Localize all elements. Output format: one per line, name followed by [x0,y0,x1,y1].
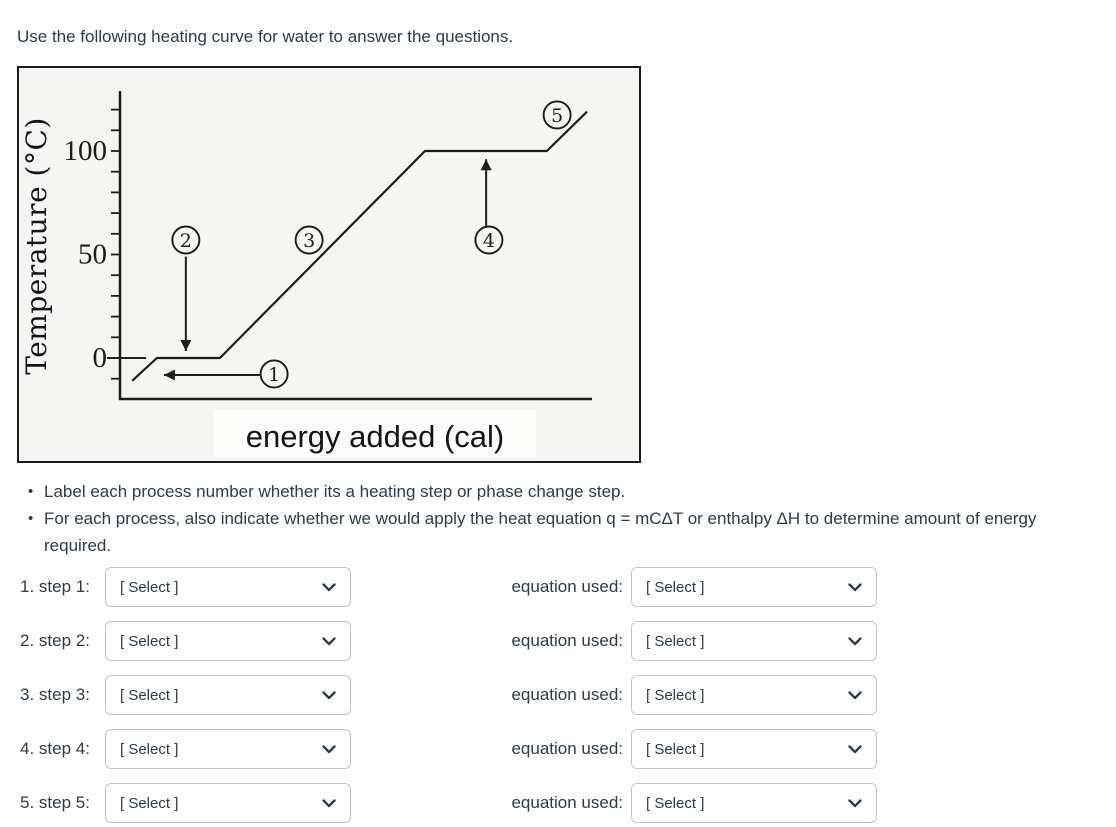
step-2-answer-select[interactable]: [ Select ] [105,621,351,661]
heating-curve-figure: 100 50 0 1 2 3 4 5 energy added (cal) Temperature… [17,66,641,463]
step-3-answer-select[interactable]: [ Select ] [105,675,351,715]
heating-curve-svg: 100 50 0 1 2 3 4 5 energy added (cal) Temperature… [19,68,639,461]
step-2-equation-select[interactable]: [ Select ] [631,621,877,661]
step-arrowhead [163,369,175,381]
chevron-down-icon [848,745,862,754]
step-marker-number-2: 2 [180,230,192,252]
question-row-4: 4. step 4: [ Select ] equation used: [ S… [20,729,1116,769]
chevron-down-icon [848,691,862,700]
chevron-down-icon [848,637,862,646]
select-value: [ Select ] [646,632,705,650]
select-value: [ Select ] [120,740,179,758]
step-marker-circle-5 [542,100,572,130]
equation-used-label: equation used: [511,793,623,812]
select-value: [ Select ] [646,794,705,812]
y-tick-label: 100 [64,135,108,167]
chevron-down-icon [322,745,336,754]
intro-text: Use the following heating curve for wate… [17,27,514,46]
select-value: [ Select ] [120,578,179,596]
chevron-down-icon [848,799,862,808]
chevron-down-icon [848,583,862,592]
step-5-label: 5. step 5: [20,793,90,812]
step-marker-circle-4 [474,225,504,255]
step-5-answer-select[interactable]: [ Select ] [105,783,351,823]
step-marker-number-5: 5 [551,105,563,127]
select-value: [ Select ] [646,686,705,704]
select-value: [ Select ] [120,794,179,812]
step-1-label: 1. step 1: [20,577,90,596]
question-row-3: 3. step 3: [ Select ] equation used: [ S… [20,675,1116,715]
x-axis-title: energy added (cal) [246,419,505,454]
select-value: [ Select ] [646,740,705,758]
select-value: [ Select ] [120,686,179,704]
chevron-down-icon [322,691,336,700]
question-row-5: 5. step 5: [ Select ] equation used: [ S… [20,783,1116,823]
chevron-down-icon [322,637,336,646]
instructions-list: Label each process number whether its a … [17,478,1056,559]
step-marker-circle-3 [294,225,324,255]
step-3-equation-select[interactable]: [ Select ] [631,675,877,715]
step-1-answer-select[interactable]: [ Select ] [105,567,351,607]
question-row-2: 2. step 2: [ Select ] equation used: [ S… [20,621,1116,661]
equation-used-label: equation used: [511,685,623,704]
step-marker-circle-1 [259,359,289,389]
step-1-equation-select[interactable]: [ Select ] [631,567,877,607]
step-3-label: 3. step 3: [20,685,90,704]
step-arrowhead [180,339,192,351]
step-5-equation-select[interactable]: [ Select ] [631,783,877,823]
answer-rows: 1. step 1: [ Select ] equation used: [ S… [20,567,1116,823]
xlabel-background [214,410,536,457]
plot-background [19,68,639,461]
step-2-label: 2. step 2: [20,631,90,650]
step-4-answer-select[interactable]: [ Select ] [105,729,351,769]
step-marker-number-1: 1 [268,364,280,386]
question-row-1: 1. step 1: [ Select ] equation used: [ S… [20,567,1116,607]
instruction-item-2: For each process, also indicate whether … [28,505,1056,559]
select-value: [ Select ] [646,578,705,596]
step-4-equation-select[interactable]: [ Select ] [631,729,877,769]
equation-used-label: equation used: [511,739,623,758]
y-tick-label: 0 [93,342,108,374]
step-marker-circle-2 [171,225,201,255]
instruction-item-1: Label each process number whether its a … [28,478,1056,505]
chevron-down-icon [322,583,336,592]
step-marker-number-3: 3 [303,230,315,252]
chevron-down-icon [322,799,336,808]
equation-used-label: equation used: [511,577,623,596]
heating-curve-line [131,110,588,382]
y-axis-title: Temperature (°C) [20,117,53,375]
select-value: [ Select ] [120,632,179,650]
step-marker-number-4: 4 [483,230,495,252]
y-tick-label: 50 [78,239,107,271]
step-4-label: 4. step 4: [20,739,90,758]
step-arrowhead [480,159,492,171]
equation-used-label: equation used: [511,631,623,650]
